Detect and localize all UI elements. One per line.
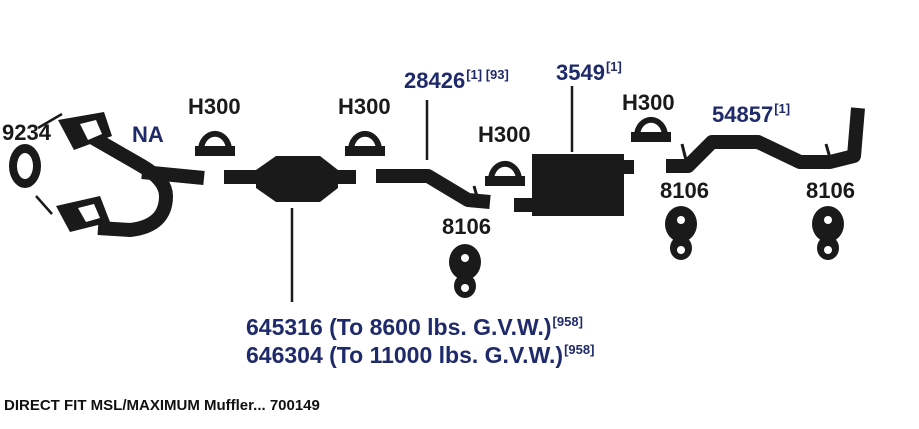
label-28426-note: [1] [93]	[466, 67, 509, 82]
clamp-u-bolt	[634, 116, 668, 136]
clamp-u-bolt	[348, 130, 382, 150]
label-54857: 54857[1]	[712, 101, 791, 127]
label-converter-1-text: 645316 (To 8600 lbs. G.V.W.)	[246, 314, 552, 340]
muffler-outlet	[622, 160, 634, 174]
footer-caption: DIRECT FIT MSL/MAXIMUM Muffler... 700149	[4, 397, 320, 414]
converter-outlet	[336, 170, 356, 184]
label-hanger-2: 8106	[660, 178, 709, 203]
converter-inlet	[224, 170, 258, 184]
hanger-upper-hole	[677, 216, 685, 224]
y-pipe-outlet	[141, 165, 205, 185]
label-54857-number: 54857	[712, 102, 774, 127]
label-converter-1-note: [958]	[552, 314, 583, 329]
h300-clamp-1	[195, 130, 235, 156]
y-pipe	[56, 112, 205, 237]
intermediate-pipe-hanger-rod	[472, 185, 480, 201]
label-28426: 28426[1] [93]	[404, 67, 509, 93]
label-clamp-1: H300	[188, 94, 241, 119]
label-3549-note: [1]	[605, 59, 622, 74]
h300-clamp-2	[345, 130, 385, 156]
hanger-8106-3	[812, 206, 844, 260]
label-hanger-1: 8106	[442, 214, 491, 239]
intermediate-pipe	[376, 169, 491, 209]
hanger-8106-2	[665, 206, 697, 260]
gasket-hole	[17, 153, 33, 179]
hanger-lower-hole	[461, 284, 469, 292]
gasket-9234	[9, 144, 41, 188]
h300-clamp-4	[631, 116, 671, 142]
label-na: NA	[132, 122, 164, 147]
hanger-upper-hole	[461, 254, 469, 262]
tailpipe	[666, 107, 865, 173]
muffler	[514, 154, 634, 216]
muffler-body	[532, 154, 624, 216]
clamp-u-bolt	[198, 130, 232, 150]
leader-line-9234-upper	[37, 112, 63, 130]
label-28426-number: 28426	[404, 68, 466, 93]
hanger-lower-hole	[824, 246, 832, 254]
label-converter-1: 645316 (To 8600 lbs. G.V.W.)[958]	[246, 314, 583, 340]
label-converter-2-note: [958]	[564, 342, 595, 357]
hanger-lower-hole	[677, 246, 685, 254]
intermediate-pipe-body	[376, 169, 491, 209]
h300-clamp-3	[485, 160, 525, 186]
label-54857-note: [1]	[774, 101, 791, 116]
label-9234: 9234	[2, 120, 51, 145]
leader-lines	[35, 86, 574, 302]
converter-body	[256, 156, 338, 202]
y-pipe-lower-flange-hole	[78, 204, 100, 222]
clamp-saddle	[195, 146, 235, 156]
tailpipe-body	[666, 107, 865, 173]
label-clamp-3: H300	[478, 122, 531, 147]
clamp-saddle	[345, 146, 385, 156]
label-3549-number: 3549	[556, 60, 605, 85]
clamp-saddle	[485, 176, 525, 186]
clamp-u-bolt	[488, 160, 522, 180]
muffler-inlet	[514, 198, 534, 212]
label-converter-2-text: 646304 (To 11000 lbs. G.V.W.)	[246, 342, 564, 368]
hanger-8106-1	[449, 244, 481, 298]
label-hanger-3: 8106	[806, 178, 855, 203]
label-clamp-4: H300	[622, 90, 675, 115]
tailpipe-front-hanger-rod	[680, 143, 688, 161]
label-clamp-2: H300	[338, 94, 391, 119]
hanger-upper-hole	[824, 216, 832, 224]
y-pipe-upper-flange-hole	[80, 120, 102, 140]
clamp-saddle	[631, 132, 671, 142]
catalytic-converter	[224, 156, 356, 202]
tailpipe-rear-hanger-rod	[824, 143, 832, 159]
label-converter-2: 646304 (To 11000 lbs. G.V.W.)[958]	[246, 342, 595, 368]
leader-line-9234-lower	[35, 195, 53, 215]
label-3549: 3549[1]	[556, 59, 622, 85]
